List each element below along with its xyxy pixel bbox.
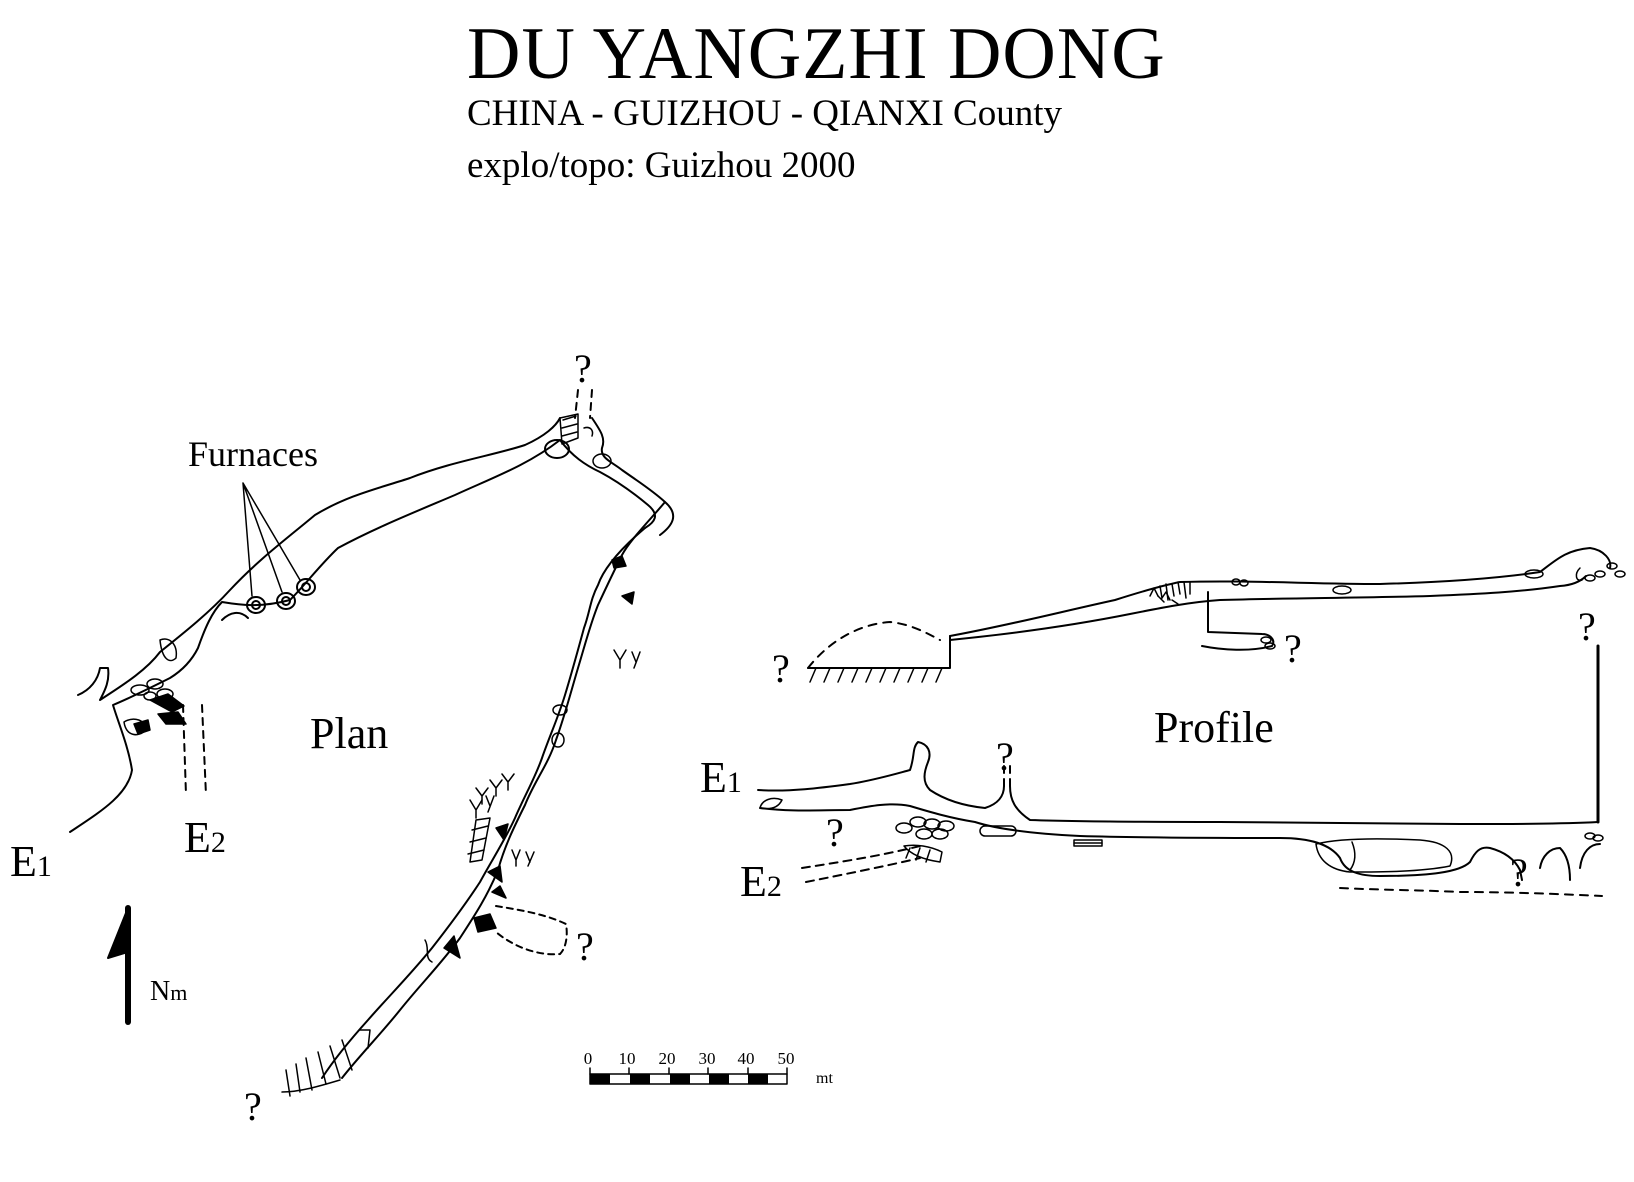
scale-bar-unit: mt [816, 1070, 833, 1087]
profile-roof-line [949, 547, 1612, 637]
profile-shaft-details [1260, 636, 1276, 650]
profile-e1-label: E1 [700, 753, 742, 802]
profile-e2-label: E2 [740, 857, 782, 906]
profile-upper-floor-wall [807, 635, 951, 669]
profile-unknown-shaft: ? [1284, 626, 1302, 671]
plan-boulders [123, 638, 187, 736]
map-location: CHINA - GUIZHOU - QIANXI County [467, 93, 1063, 134]
furnaces-label: Furnaces [188, 434, 318, 474]
plan-speleothem-symbols [469, 649, 641, 867]
plan-unknown-north: ? [574, 346, 592, 391]
north-arrow [107, 905, 131, 1025]
north-arrow-label: Nm [150, 976, 187, 1007]
profile-shaft-passage [1201, 591, 1275, 651]
plan-e2-passage [182, 704, 207, 796]
profile-e2-dashed-floor [1339, 887, 1603, 897]
profile-lower-roof [757, 741, 1599, 825]
profile-upper-hatching [809, 667, 943, 683]
plan-gallery-upper-wall [77, 417, 561, 701]
scale-tick-40: 40 [738, 1049, 755, 1068]
profile-e1-chimney [1003, 759, 1011, 787]
profile-unknown-east: ? [1578, 604, 1596, 649]
plan-wall-detail [221, 612, 249, 621]
profile-upper-floor-line [949, 575, 1587, 641]
furnace-leader-lines [242, 482, 301, 597]
plan-sw-end [281, 1039, 353, 1097]
profile-unknown-upper-left: ? [772, 646, 790, 691]
profile-upper-dashed-dome [807, 621, 941, 669]
plan-main-gallery-east-wall [341, 501, 666, 1079]
profile-lower-details [759, 797, 1604, 873]
profile-lower-floor [759, 803, 1601, 881]
profile-unknown-floor: ? [1510, 850, 1528, 895]
plan-gallery-lower-wall [69, 439, 561, 833]
plan-view [69, 389, 675, 1097]
plan-ne-junction [544, 389, 675, 536]
plan-e2-label: E2 [184, 813, 226, 862]
furnace-symbols [246, 578, 316, 614]
map-credits: explo/topo: Guizhou 2000 [467, 145, 856, 186]
scale-bar-ticks: 0 10 20 30 40 50 [584, 1049, 795, 1068]
profile-unknown-e2: ? [826, 810, 844, 855]
plan-gallery-details [359, 555, 635, 1049]
plan-unknown-southeast: ? [576, 924, 594, 969]
profile-label: Profile [1154, 703, 1274, 752]
profile-upper-stalagmites [1149, 587, 1171, 601]
scale-bar [589, 1067, 788, 1085]
scale-tick-30: 30 [699, 1049, 716, 1068]
scale-tick-50: 50 [778, 1049, 795, 1068]
profile-view [757, 547, 1626, 897]
plan-label: Plan [310, 709, 388, 758]
map-header: DU YANGZHI DONG CHINA - GUIZHOU - QIANXI… [0, 0, 1634, 200]
profile-unknown-chimney: ? [996, 734, 1014, 779]
profile-e2-passage [801, 845, 921, 883]
scale-tick-0: 0 [584, 1049, 593, 1068]
plan-e1-label: E1 [10, 837, 52, 886]
plan-main-gallery-west-wall [321, 527, 646, 1079]
map-title: DU YANGZHI DONG [467, 13, 1166, 95]
plan-unknown-southwest: ? [244, 1084, 262, 1129]
profile-stalactites [1157, 581, 1191, 605]
scale-tick-10: 10 [619, 1049, 636, 1068]
profile-roof-details [1231, 562, 1626, 595]
plan-se-side-passage [495, 905, 568, 956]
scale-tick-20: 20 [659, 1049, 676, 1068]
